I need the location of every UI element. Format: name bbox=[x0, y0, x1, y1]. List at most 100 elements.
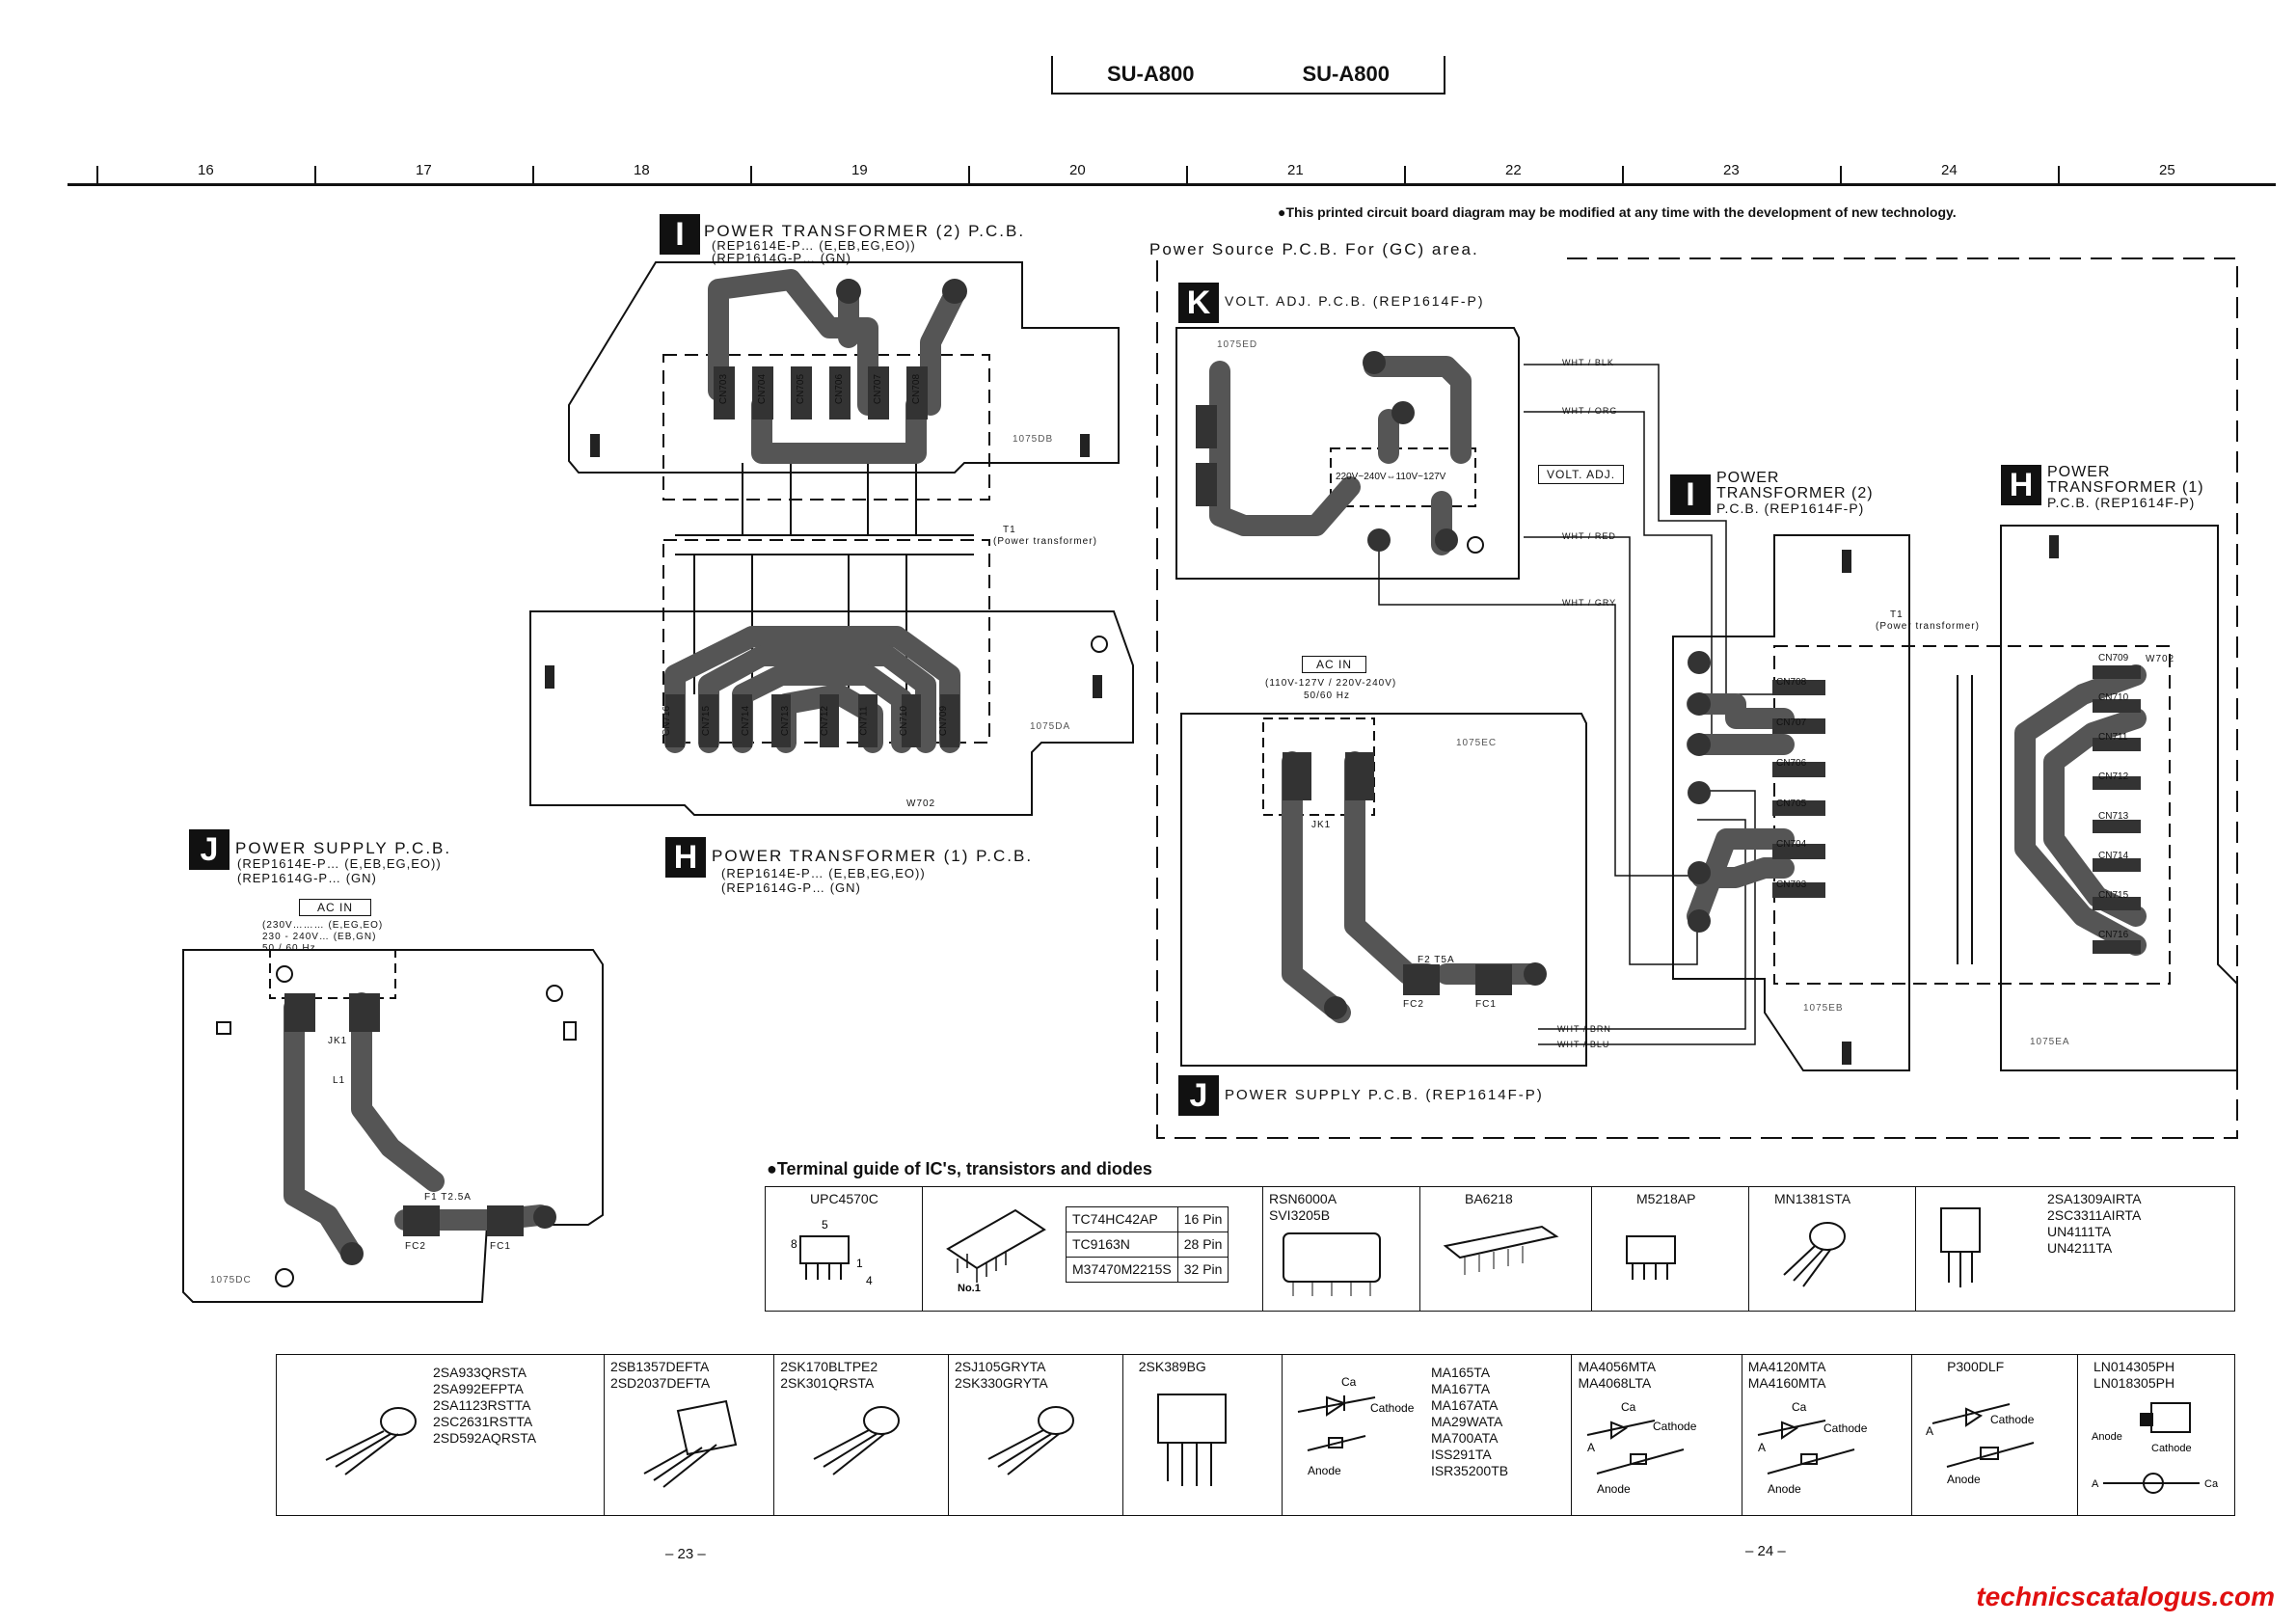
ruler-tick bbox=[750, 166, 752, 185]
ruler-tick bbox=[1404, 166, 1406, 185]
board-j-title: POWER SUPPLY P.C.B. bbox=[235, 839, 452, 857]
connector-label: CN710 bbox=[2098, 692, 2129, 703]
svg-text:Ca: Ca bbox=[2204, 1478, 2219, 1490]
ruler-tick bbox=[968, 166, 970, 185]
ruler-tick bbox=[2058, 166, 2060, 185]
ruler-column-number: 22 bbox=[1505, 162, 1522, 178]
wire-4: WHT / GRY bbox=[1562, 598, 1617, 608]
svg-text:8: 8 bbox=[791, 1237, 797, 1251]
ruler-column-number: 20 bbox=[1069, 162, 1086, 178]
board-jr-code: 1075EC bbox=[1456, 738, 1498, 748]
volt-adj-box: VOLT. ADJ. bbox=[1538, 465, 1625, 484]
board-letter-h: H bbox=[665, 837, 706, 878]
fc1-right: FC1 bbox=[1475, 999, 1497, 1010]
board-hr-outline bbox=[2000, 525, 2238, 1071]
to92-icon-c bbox=[813, 1406, 901, 1475]
board-ir-title3: P.C.B. (REP1614F-P) bbox=[1716, 501, 1865, 516]
board-h-outline bbox=[529, 610, 1134, 816]
connector-label: CN716 bbox=[662, 705, 673, 737]
ac-in-left-3: 50 / 60 Hz bbox=[262, 943, 316, 954]
dip8-icon-2 bbox=[1626, 1235, 1676, 1280]
svg-text:Anode: Anode bbox=[2092, 1431, 2122, 1443]
connector-label: CN713 bbox=[2098, 811, 2129, 822]
rsn-label-1: RSN6000A bbox=[1269, 1191, 1337, 1206]
f1-label: F1 T2.5A bbox=[424, 1192, 472, 1203]
ac-in-right-box: AC IN bbox=[1302, 656, 1367, 673]
board-i-outline bbox=[568, 261, 1120, 474]
wire-1: WHT / BLK bbox=[1562, 358, 1614, 367]
board-k-code: 1075ED bbox=[1217, 339, 1258, 350]
board-h-line2: (REP1614G-P… (GN) bbox=[721, 880, 861, 895]
connector-label: CN716 bbox=[2098, 930, 2129, 940]
svg-text:Cathode: Cathode bbox=[1990, 1413, 2035, 1426]
fc1-label: FC1 bbox=[490, 1241, 511, 1252]
svg-text:Ca: Ca bbox=[1792, 1400, 1807, 1414]
svg-text:1: 1 bbox=[856, 1257, 863, 1270]
to92-icon-b bbox=[325, 1407, 417, 1475]
svg-text:Anode: Anode bbox=[1768, 1482, 1801, 1496]
svg-text:Ca: Ca bbox=[1341, 1375, 1357, 1389]
ruler-column-number: 16 bbox=[198, 162, 214, 178]
ba-label: BA6218 bbox=[1465, 1191, 1513, 1206]
cell-m5218ap: M5218AP bbox=[1591, 1186, 1749, 1312]
svg-text:No.1: No.1 bbox=[958, 1283, 981, 1294]
ruler-column-number: 18 bbox=[634, 162, 650, 178]
ruler-column-number: 19 bbox=[851, 162, 868, 178]
terminal-guide-title: ●Terminal guide of IC's, transistors and… bbox=[767, 1159, 1152, 1178]
cell-rsn6000a: RSN6000A SVI3205B bbox=[1262, 1186, 1420, 1312]
connector-label: CN706 bbox=[1776, 758, 1807, 769]
sip5-icon bbox=[1156, 1394, 1227, 1486]
board-ir-code: 1075EB bbox=[1803, 1003, 1844, 1014]
svg-text:A: A bbox=[1758, 1441, 1766, 1454]
board-ir-title2: TRANSFORMER (2) bbox=[1716, 485, 1874, 501]
svg-text:Cathode: Cathode bbox=[1653, 1420, 1697, 1433]
svg-text:Cathode: Cathode bbox=[2151, 1443, 2192, 1454]
connector-label: CN712 bbox=[2098, 771, 2129, 782]
board-k-outline bbox=[1175, 327, 1520, 580]
page-number-left: – 23 – bbox=[665, 1546, 706, 1562]
ruler-tick bbox=[1186, 166, 1188, 185]
board-j-line1: (REP1614E-P… (E,EB,EG,EO)) bbox=[237, 856, 442, 871]
l1-label: L1 bbox=[333, 1075, 346, 1086]
connector-label: CN711 bbox=[858, 706, 870, 736]
model-header: SU-A800 SU-A800 bbox=[1051, 56, 1445, 95]
mn-label: MN1381STA bbox=[1774, 1191, 1851, 1206]
connector-label: CN714 bbox=[2098, 851, 2129, 861]
connector-label: CN708 bbox=[1776, 677, 1807, 688]
m5-label: M5218AP bbox=[1636, 1191, 1696, 1206]
upc-label: UPC4570C bbox=[810, 1191, 878, 1206]
to220-icon bbox=[643, 1399, 738, 1488]
svg-text:Ca: Ca bbox=[1621, 1400, 1636, 1414]
svg-text:Cathode: Cathode bbox=[1370, 1401, 1415, 1415]
connector-label: CN703 bbox=[718, 373, 730, 405]
svg-text:Anode: Anode bbox=[1308, 1464, 1341, 1477]
wire-3: WHT / RED bbox=[1562, 531, 1616, 541]
connector-label: CN704 bbox=[1776, 839, 1807, 850]
sip-module-icon bbox=[1283, 1232, 1381, 1296]
svg-text:Cathode: Cathode bbox=[1823, 1421, 1868, 1435]
board-ir-title1: POWER bbox=[1716, 470, 1780, 486]
board-j-line2: (REP1614G-P… (GN) bbox=[237, 871, 377, 885]
svg-text:A: A bbox=[2092, 1478, 2099, 1490]
svg-text:A: A bbox=[1926, 1424, 1933, 1438]
to126-icon bbox=[1940, 1207, 1981, 1287]
connector-label: CN704 bbox=[757, 373, 769, 405]
ac-in-left-1: (230V……… (E,EG,EO) bbox=[262, 920, 384, 931]
svg-text:Anode: Anode bbox=[1597, 1482, 1631, 1496]
wire-5: WHT / BRN bbox=[1557, 1024, 1611, 1034]
connector-label: CN715 bbox=[2098, 890, 2129, 901]
